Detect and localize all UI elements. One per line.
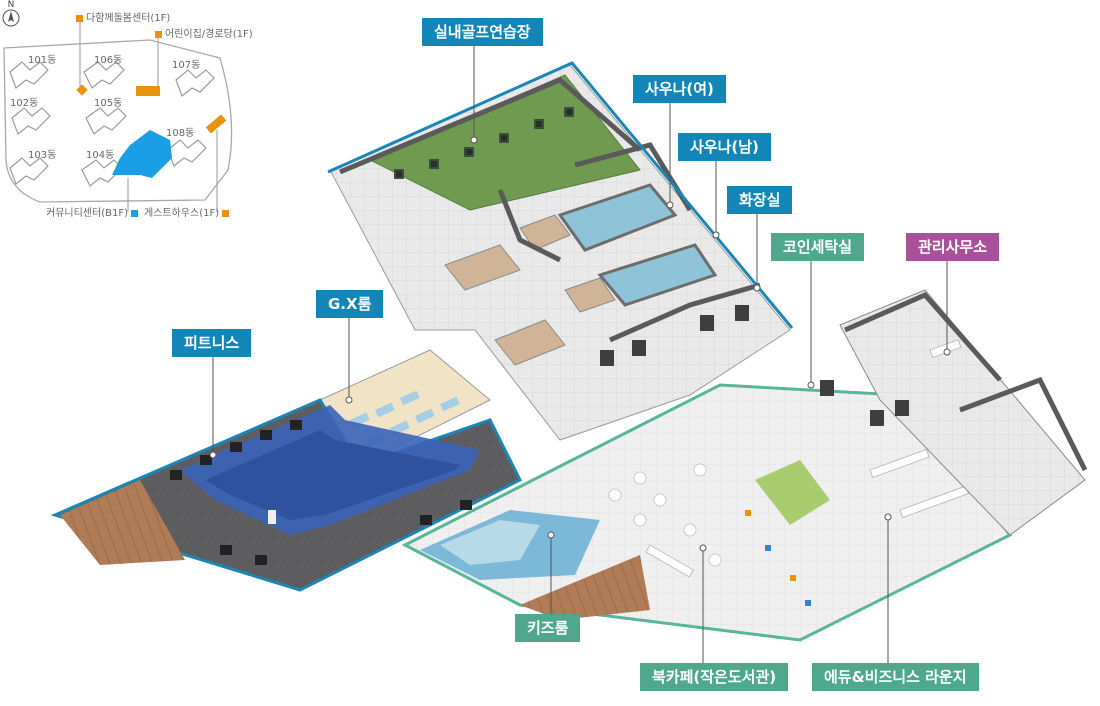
building-label: 102동 bbox=[10, 98, 39, 109]
label-book-cafe: 북카페(작은도서관) bbox=[640, 663, 789, 691]
building-label: 101동 bbox=[28, 55, 57, 66]
fitness-area bbox=[50, 398, 523, 592]
label-sauna-female: 사우나(여) bbox=[633, 75, 726, 103]
compass-north-label: N bbox=[7, 0, 15, 10]
legend-community: 커뮤니티센터(B1F) bbox=[46, 208, 141, 220]
label-sauna-male: 사우나(남) bbox=[678, 133, 771, 161]
building-label: 103동 bbox=[28, 150, 57, 161]
blue-square-icon bbox=[130, 209, 138, 217]
orange-square-icon bbox=[76, 14, 83, 22]
legend-dachamke: 다함께돌봄센터(1F) bbox=[73, 13, 170, 25]
label-fitness: 피트니스 bbox=[172, 329, 252, 357]
orange-square-icon bbox=[222, 209, 230, 217]
north-block bbox=[327, 61, 794, 441]
label-laundry: 코인세탁실 bbox=[771, 233, 865, 261]
site-map bbox=[2, 9, 233, 212]
building-label: 106동 bbox=[94, 55, 123, 66]
label-golf: 실내골프연습장 bbox=[422, 18, 543, 46]
building-label: 107동 bbox=[172, 60, 201, 71]
label-office: 관리사무소 bbox=[906, 233, 1000, 261]
compass-icon bbox=[2, 9, 20, 27]
building-label: 105동 bbox=[94, 98, 123, 109]
legend-daycare: 어린이집/경로당(1F) bbox=[152, 29, 253, 41]
orange-square-icon bbox=[155, 30, 162, 38]
legend-guesthouse: 게스트하우스(1F) bbox=[144, 208, 232, 220]
building-label: 104동 bbox=[86, 150, 115, 161]
south-block bbox=[401, 383, 1013, 642]
building-label: 108동 bbox=[166, 128, 195, 139]
label-gx-room: G.X룸 bbox=[316, 290, 384, 318]
label-restroom: 화장실 bbox=[727, 186, 793, 214]
label-kids-room: 키즈룸 bbox=[515, 614, 581, 642]
label-lounge: 에듀&비즈니스 라운지 bbox=[812, 663, 979, 691]
east-block bbox=[820, 289, 1088, 536]
